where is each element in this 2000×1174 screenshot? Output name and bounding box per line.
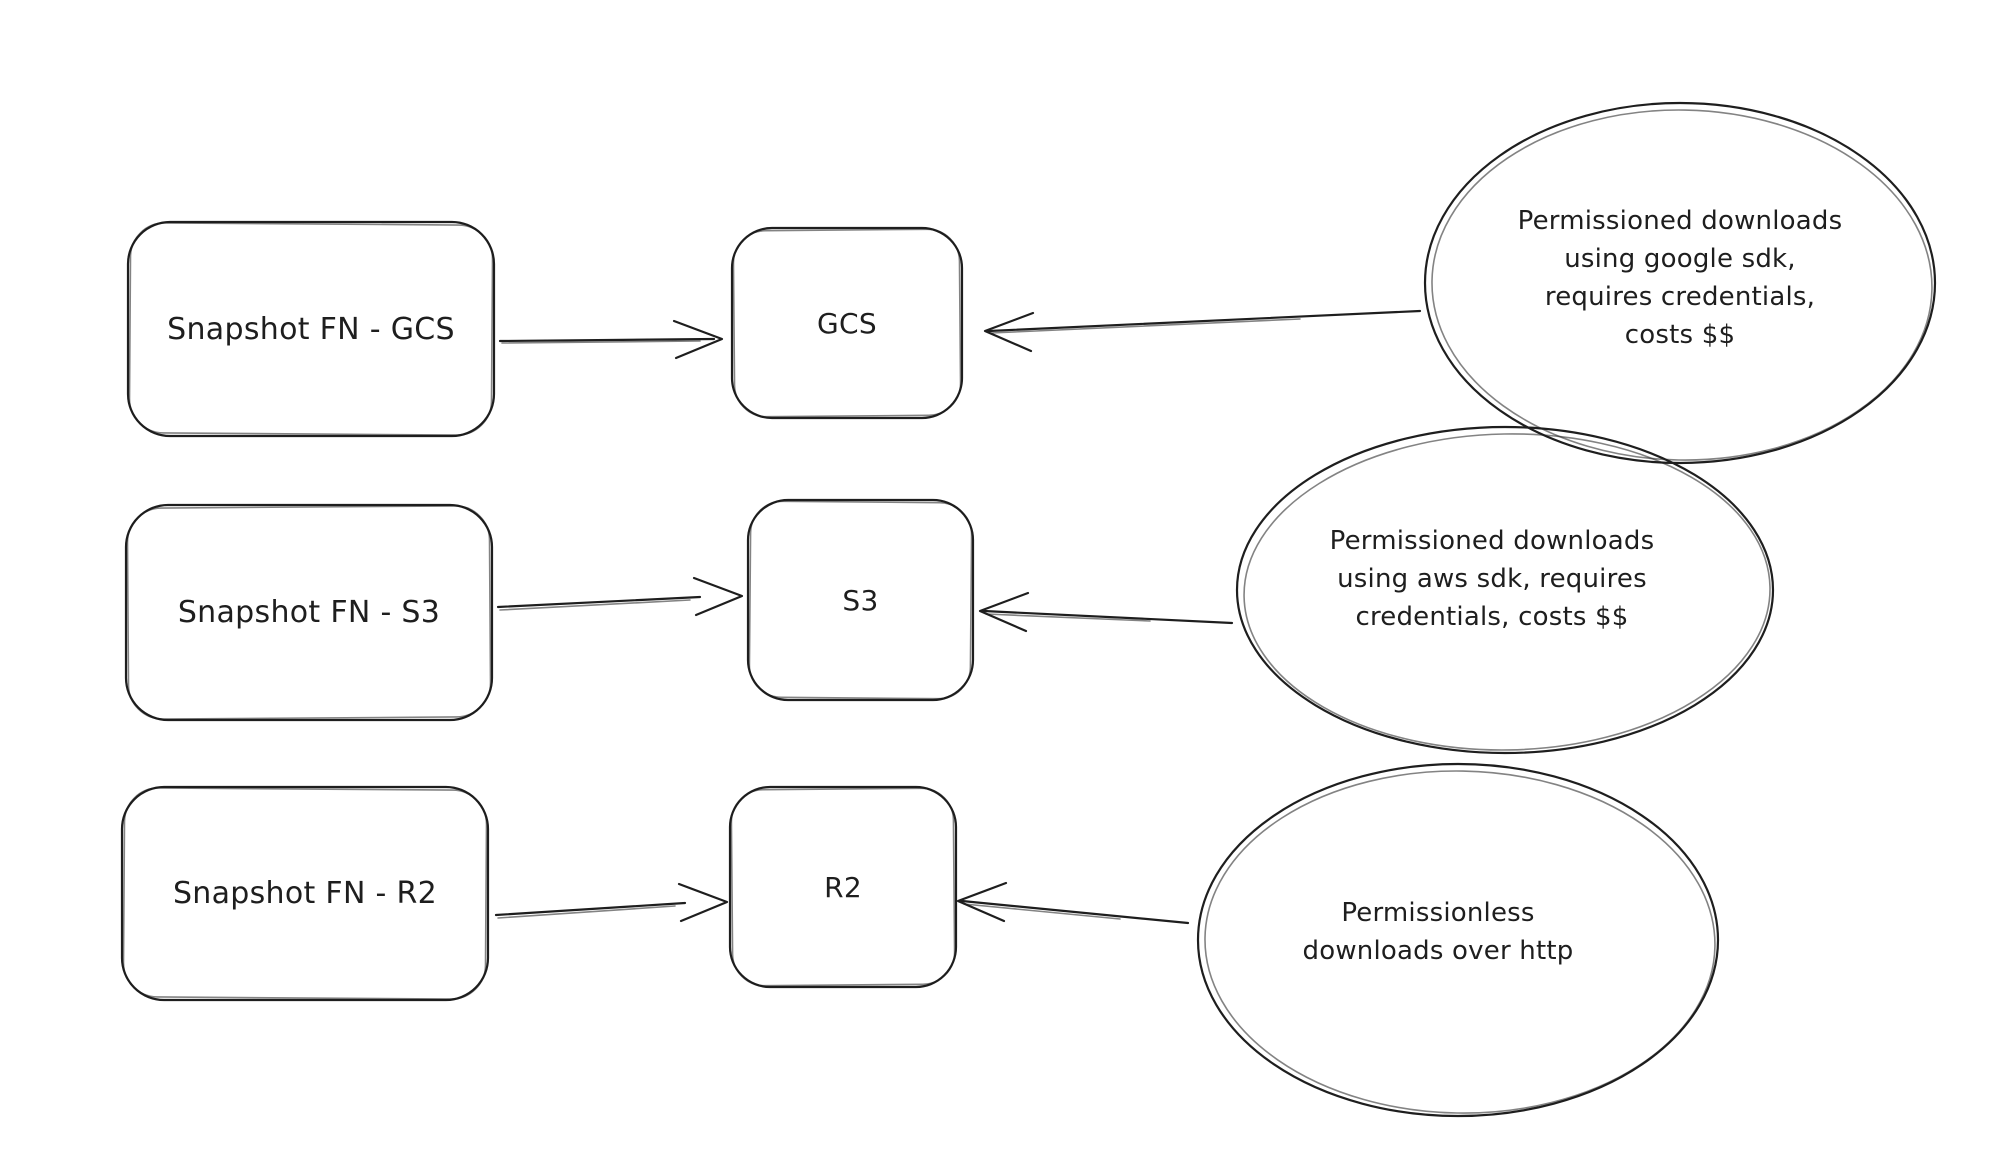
node-snapshot-gcs-outline <box>126 220 496 438</box>
node-r2-outline <box>728 785 958 989</box>
note-gcs-line-3: requires credentials, <box>1544 282 1816 312</box>
note-gcs-line-4: costs $$ <box>1624 320 1736 350</box>
arrow-note-s3-to-s3 <box>978 591 1234 633</box>
node-r2-label: R2 <box>824 870 862 904</box>
arrow-note-r2-to-r2 <box>956 881 1190 925</box>
note-r2-line-1: Permissionless <box>1341 898 1535 928</box>
note-s3-line-1: Permissioned downloads <box>1329 526 1655 556</box>
arrow-snapshot-r2-to-r2 <box>494 882 729 923</box>
node-s3-outline <box>746 498 975 702</box>
arrow-note-gcs-to-gcs <box>983 309 1422 353</box>
note-s3-line-2: using aws sdk, requires <box>1337 564 1647 594</box>
node-snapshot-s3-outline <box>124 503 494 722</box>
ellipse-note-s3-outline <box>1235 425 1775 755</box>
note-r2-line-2: downloads over http <box>1302 936 1574 966</box>
node-s3-label: S3 <box>842 583 879 617</box>
ellipse-note-gcs-outline <box>1423 101 1937 465</box>
arrow-snapshot-s3-to-s3 <box>496 576 744 617</box>
note-s3-line-3: credentials, costs $$ <box>1355 602 1629 632</box>
node-snapshot-s3-label: Snapshot FN - S3 <box>177 595 441 630</box>
note-s3-text: Permissioned downloads using aws sdk, re… <box>1262 519 1722 639</box>
note-gcs-line-2: using google sdk, <box>1564 244 1796 274</box>
note-gcs-line-1: Permissioned downloads <box>1517 206 1843 236</box>
node-snapshot-gcs-label: Snapshot FN - GCS <box>167 311 455 347</box>
node-snapshot-r2-outline <box>120 785 490 1002</box>
ellipse-note-r2-outline <box>1196 762 1720 1118</box>
arrow-snapshot-gcs-to-gcs <box>498 319 724 360</box>
note-r2-text: Permissionless downloads over http <box>1218 892 1658 972</box>
note-gcs-text: Permissioned downloads using google sdk,… <box>1450 198 1910 358</box>
node-gcs-outline <box>730 226 964 420</box>
node-gcs-label: GCS <box>817 306 877 340</box>
node-snapshot-r2-label: Snapshot FN - R2 <box>172 876 438 911</box>
